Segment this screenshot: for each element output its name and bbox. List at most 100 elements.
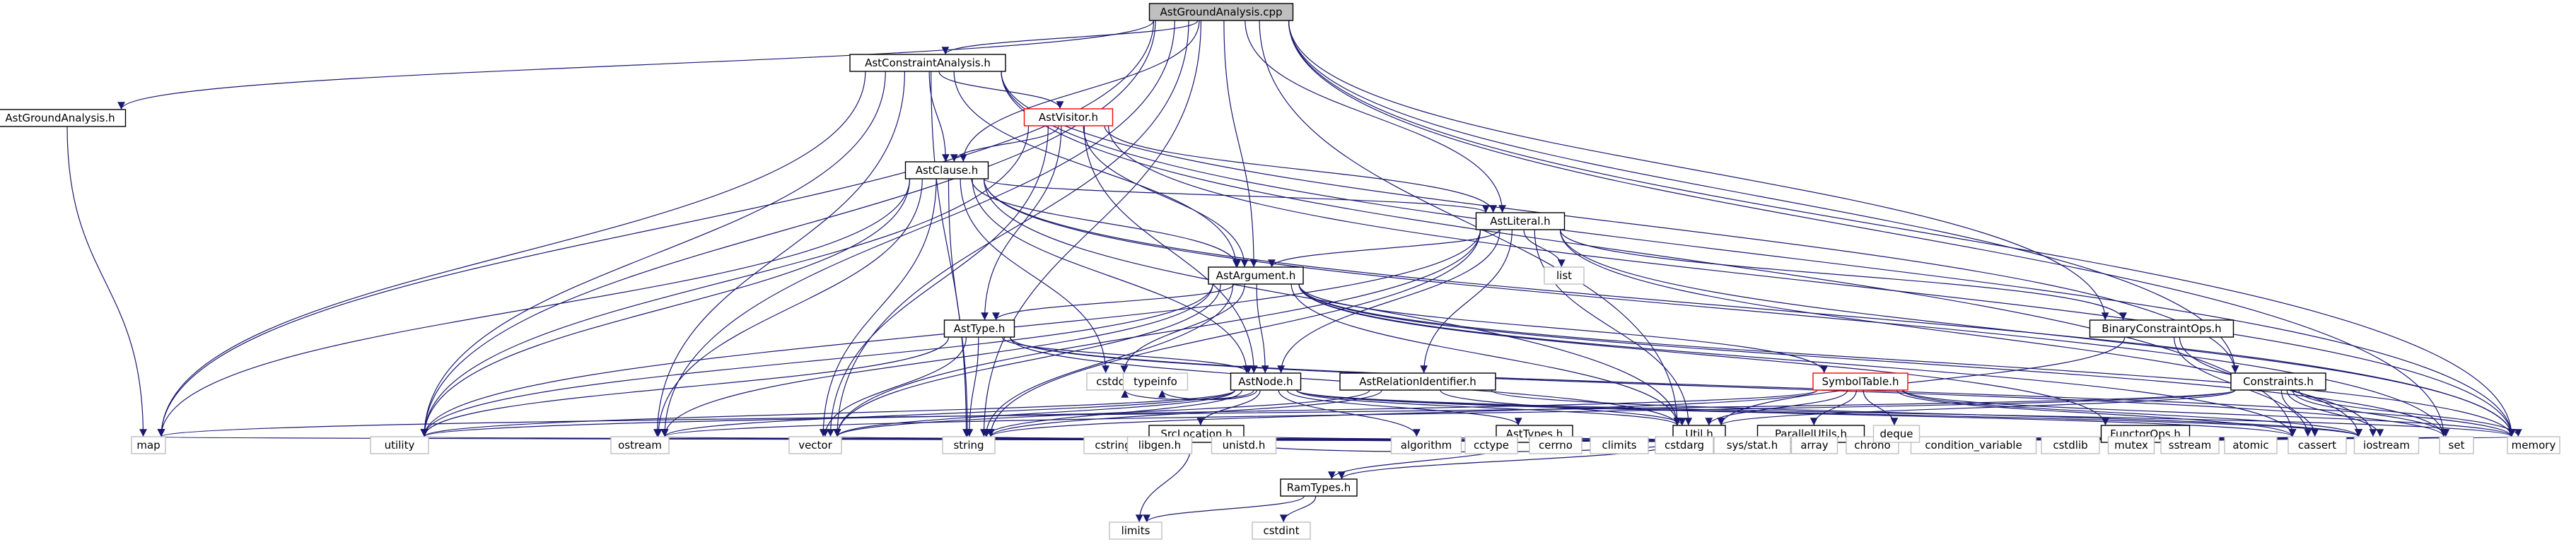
node-cerrno: cerrno bbox=[1529, 436, 1583, 454]
node-string: string bbox=[942, 436, 996, 454]
edge-root-to-acl bbox=[959, 20, 1200, 163]
edge-root-to-util bbox=[1259, 20, 1682, 426]
edge-aca-to-memory bbox=[1001, 71, 2516, 437]
edge-anode-to-utility bbox=[420, 389, 1236, 437]
node-box bbox=[1475, 212, 1566, 230]
node-box bbox=[904, 161, 989, 179]
node-box bbox=[1529, 436, 1583, 454]
edge-root-to-utility bbox=[420, 20, 1156, 437]
edge-atype-to-anode bbox=[1001, 336, 1252, 374]
node-box bbox=[1790, 436, 1838, 454]
edge-root-to-set bbox=[1288, 20, 2448, 437]
node-box bbox=[788, 436, 842, 454]
node-set: set bbox=[2439, 436, 2474, 454]
edge-aarg-to-util bbox=[1290, 283, 1682, 426]
edge-avis-to-aarg bbox=[1083, 125, 1249, 268]
node-label: typeinfo bbox=[1133, 375, 1177, 388]
edge-aca-to-cassert bbox=[1001, 71, 2297, 437]
edge-aarg-to-memory bbox=[1298, 283, 2516, 437]
node-label: string bbox=[953, 439, 984, 452]
node-asttype-h[interactable]: AstType.h bbox=[943, 319, 1015, 338]
edge-symt-to-cassert bbox=[1896, 389, 2297, 437]
node-sstream: sstream bbox=[2160, 436, 2220, 454]
edge-cons-to-util bbox=[1717, 389, 2236, 426]
node-box bbox=[2089, 319, 2234, 338]
edge-root-to-string bbox=[980, 20, 1202, 437]
node-astvisitor-h[interactable]: AstVisitor.h bbox=[1023, 108, 1114, 126]
node-box bbox=[2224, 436, 2278, 454]
node-astclause-h[interactable]: AstClause.h bbox=[904, 161, 989, 179]
node-label: SymbolTable.h bbox=[1822, 375, 1899, 388]
node-box bbox=[1211, 436, 1277, 454]
node-box bbox=[1280, 478, 1358, 497]
node-label: BinaryConstraintOps.h bbox=[2102, 322, 2221, 335]
node-map: map bbox=[131, 436, 166, 454]
node-mutex: mutex bbox=[2107, 436, 2155, 454]
edge-arid-to-iostream bbox=[1491, 389, 2362, 437]
edge-anode-to-ostream bbox=[660, 389, 1236, 437]
edge-alit-to-string bbox=[986, 229, 1481, 437]
edge-aca-to-acl bbox=[928, 71, 950, 163]
node-label: atomic bbox=[2232, 439, 2268, 452]
node-label: AstRelationIdentifier.h bbox=[1359, 375, 1476, 388]
node-astconstraintanalysis-h[interactable]: AstConstraintAnalysis.h bbox=[849, 54, 1006, 72]
node-astgroundanalysis-h[interactable]: AstGroundAnalysis.h bbox=[0, 109, 127, 127]
node-constraints-h[interactable]: Constraints.h bbox=[2230, 372, 2326, 391]
node-label: RamTypes.h bbox=[1287, 481, 1351, 494]
edge-avis-to-anode bbox=[1083, 125, 1258, 374]
node-box bbox=[942, 436, 996, 454]
edge-cons-to-set bbox=[2292, 389, 2450, 437]
node-box bbox=[1148, 3, 1294, 21]
edge-anode-to-util bbox=[1295, 389, 1682, 426]
edge-anode-to-algorithm bbox=[1278, 389, 1421, 437]
node-label: algorithm bbox=[1401, 439, 1452, 452]
edge-cons-to-iostream bbox=[2286, 389, 2384, 437]
edge-cons-to-map bbox=[158, 389, 2236, 437]
edge-root-to-bco bbox=[1288, 20, 2109, 321]
edge-alit-to-aarg bbox=[1268, 229, 1500, 268]
node-iostream: iostream bbox=[2353, 436, 2420, 454]
node-algorithm: algorithm bbox=[1390, 436, 1462, 454]
edge-cons-to-memory bbox=[2298, 389, 2522, 437]
edge-anode-to-vector bbox=[833, 389, 1236, 437]
edge-anode-to-atypes bbox=[1286, 389, 1522, 426]
node-ramtypes-h[interactable]: RamTypes.h bbox=[1280, 478, 1358, 497]
node-box bbox=[1910, 436, 2037, 454]
node-list: list bbox=[1544, 266, 1585, 285]
node-typeinfo: typeinfo bbox=[1122, 372, 1189, 391]
edge-alit-to-bco bbox=[1559, 229, 2127, 321]
edge-alit-to-vector bbox=[833, 229, 1481, 437]
edge-aarg-to-cassert bbox=[1298, 283, 2297, 437]
node-label: AstLiteral.h bbox=[1490, 215, 1550, 228]
edge-atype-to-utility bbox=[420, 336, 950, 437]
edge-alit-to-memory bbox=[1559, 229, 2516, 437]
edge-root-to-map bbox=[157, 20, 1155, 437]
node-cstdarg: cstdarg bbox=[1655, 436, 1714, 454]
node-box bbox=[610, 436, 670, 454]
edge-aarg-to-atype bbox=[992, 283, 1235, 321]
edge-aarg-to-ostream bbox=[660, 283, 1213, 437]
node-label: array bbox=[1800, 439, 1828, 452]
node-box bbox=[370, 436, 429, 454]
edge-arid-to-util bbox=[1440, 389, 1686, 426]
edge-avis-to-alit bbox=[1104, 125, 1497, 213]
node-box bbox=[1390, 436, 1462, 454]
node-binaryconstraintops-h[interactable]: BinaryConstraintOps.h bbox=[2089, 319, 2234, 338]
edge-root-to-agah bbox=[117, 20, 1155, 110]
node-label: AstClause.h bbox=[916, 164, 979, 177]
node-astrelationidentifier-h[interactable]: AstRelationIdentifier.h bbox=[1339, 372, 1496, 391]
edge-aarg-to-set bbox=[1298, 283, 2448, 437]
node-box bbox=[849, 54, 1006, 72]
node-box bbox=[2041, 436, 2100, 454]
node-astargument-h[interactable]: AstArgument.h bbox=[1208, 266, 1304, 285]
node-box bbox=[1655, 436, 1714, 454]
node-astliteral-h[interactable]: AstLiteral.h bbox=[1475, 212, 1566, 230]
node-chrono: chrono bbox=[1846, 436, 1899, 454]
node-astgroundanalysis-cpp[interactable]: AstGroundAnalysis.cpp bbox=[1148, 3, 1294, 21]
node-symboltable-h[interactable]: SymbolTable.h bbox=[1812, 372, 1908, 391]
edge-root-to-aarg bbox=[1223, 20, 1258, 268]
edge-acl-to-anode bbox=[972, 178, 1251, 374]
node-astnode-h[interactable]: AstNode.h bbox=[1230, 372, 1302, 391]
edge-alit-to-arid bbox=[1420, 229, 1513, 374]
node-libgen-h: libgen.h bbox=[1126, 436, 1193, 454]
